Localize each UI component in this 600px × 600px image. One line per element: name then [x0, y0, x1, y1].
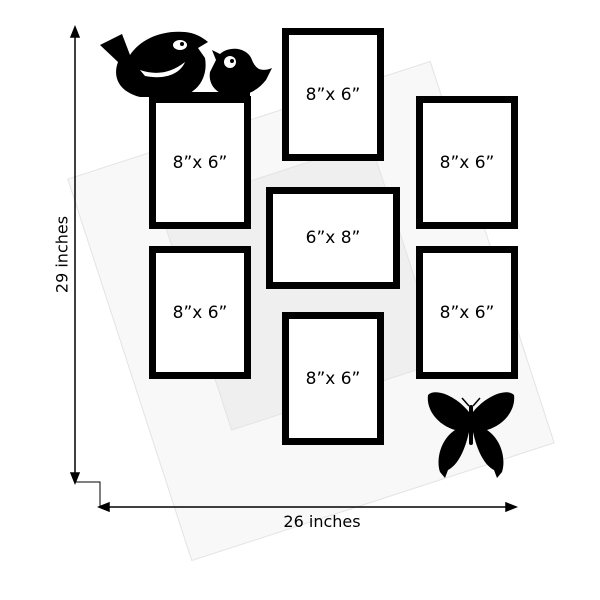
- photo-frame: 8”x 6”: [149, 96, 251, 229]
- frame-size-label: 8”x 6”: [305, 84, 361, 105]
- frame-size-label: 8”x 6”: [439, 302, 495, 323]
- frame-size-label: 6”x 8”: [305, 228, 361, 248]
- photo-frame: 8”x 6”: [149, 246, 251, 379]
- photo-frame: 8”x 6”: [282, 28, 384, 161]
- frame-size-label: 8”x 6”: [439, 152, 495, 173]
- photo-frame: 8”x 6”: [282, 312, 384, 445]
- frame-size-label: 8”x 6”: [305, 368, 361, 389]
- frame-size-label: 8”x 6”: [172, 302, 228, 323]
- photo-frame: 8”x 6”: [416, 96, 518, 229]
- width-label: 26 inches: [283, 512, 361, 531]
- photo-frame-landscape: 6”x 8”: [266, 187, 400, 289]
- height-label: 29 inches: [52, 215, 72, 294]
- frame-size-label: 8”x 6”: [172, 152, 228, 173]
- photo-frame: 8”x 6”: [416, 246, 518, 379]
